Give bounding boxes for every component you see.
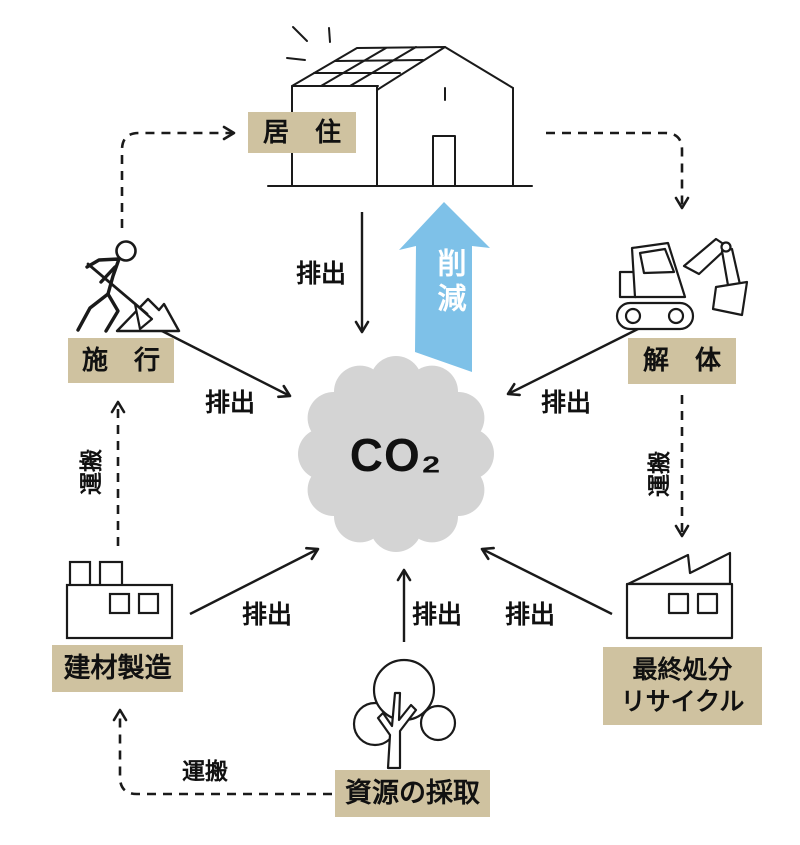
emission-arrow-demolition	[506, 326, 641, 397]
stage-label-disposal: 最終処分 リサイクル	[603, 647, 762, 725]
emission-label-resources: 排出	[412, 601, 463, 629]
reduction-label: 削減	[433, 248, 465, 318]
emission-arrow-construction	[159, 328, 292, 399]
stage-label-disposal-line1: 最終処分	[632, 655, 733, 684]
transport-label-bottom: 運搬	[182, 758, 228, 784]
co2-label: CO₂	[349, 429, 443, 481]
emission-arrow-materials	[189, 546, 320, 616]
stage-label-construction: 施 行	[68, 338, 174, 383]
house-icon	[267, 26, 533, 187]
factory-icon-materials	[65, 560, 174, 640]
transport-arrow-resources-materials	[112, 708, 332, 796]
stage-label-demolition: 解 体	[628, 338, 736, 384]
stage-label-materials: 建材製造	[52, 645, 183, 692]
stage-label-residence: 居 住	[248, 112, 356, 153]
emission-label-construction: 排出	[205, 389, 256, 417]
excavator-icon	[615, 237, 749, 331]
transport-label-left: 運搬	[78, 449, 104, 495]
transport-arrow-residence-demolition	[546, 131, 690, 210]
emission-label-residence: 排出	[296, 260, 347, 288]
reduction-arrow	[399, 202, 490, 372]
stage-label-resources: 資源の採取	[335, 770, 490, 817]
co2-cloud	[298, 356, 494, 552]
factory-icon-disposal	[625, 551, 734, 640]
stage-label-disposal-line2: リサイクル	[620, 688, 745, 716]
emission-label-materials: 排出	[242, 601, 293, 629]
transport-label-right: 運搬	[646, 451, 672, 497]
transport-arrow-construction-residence	[120, 125, 236, 228]
worker-icon	[76, 240, 181, 333]
emission-label-demolition: 排出	[541, 389, 592, 417]
emission-arrow-disposal	[480, 546, 613, 616]
tree-icon	[352, 658, 457, 770]
emission-label-disposal: 排出	[505, 601, 556, 629]
